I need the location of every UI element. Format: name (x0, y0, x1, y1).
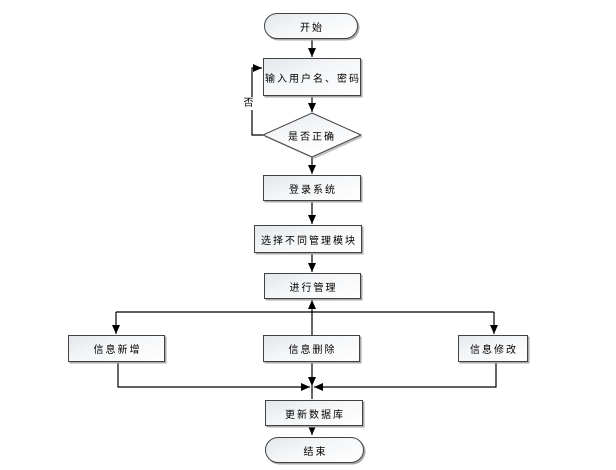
manage-process: 进行管理 (264, 273, 361, 299)
info-modify-process: 信息修改 (458, 335, 528, 362)
info-add-process: 信息新增 (68, 335, 165, 362)
decision-diamond-shape (261, 112, 363, 158)
edge-add-to-merge (117, 362, 310, 391)
no-edge-label: 否 (241, 97, 256, 110)
is-correct-decision-label: 是否正确 (288, 131, 336, 143)
end-terminator: 结束 (265, 437, 364, 463)
input-credentials-process: 输入用户名、密码 (263, 58, 361, 96)
info-delete-process: 信息删除 (263, 335, 360, 362)
start-terminator: 开始 (264, 13, 358, 39)
login-system-process: 登录系统 (263, 175, 361, 201)
select-module-process: 选择不同管理模块 (254, 225, 362, 253)
update-database-process: 更新数据库 (265, 400, 363, 426)
edge-modify-to-merge (314, 362, 497, 391)
